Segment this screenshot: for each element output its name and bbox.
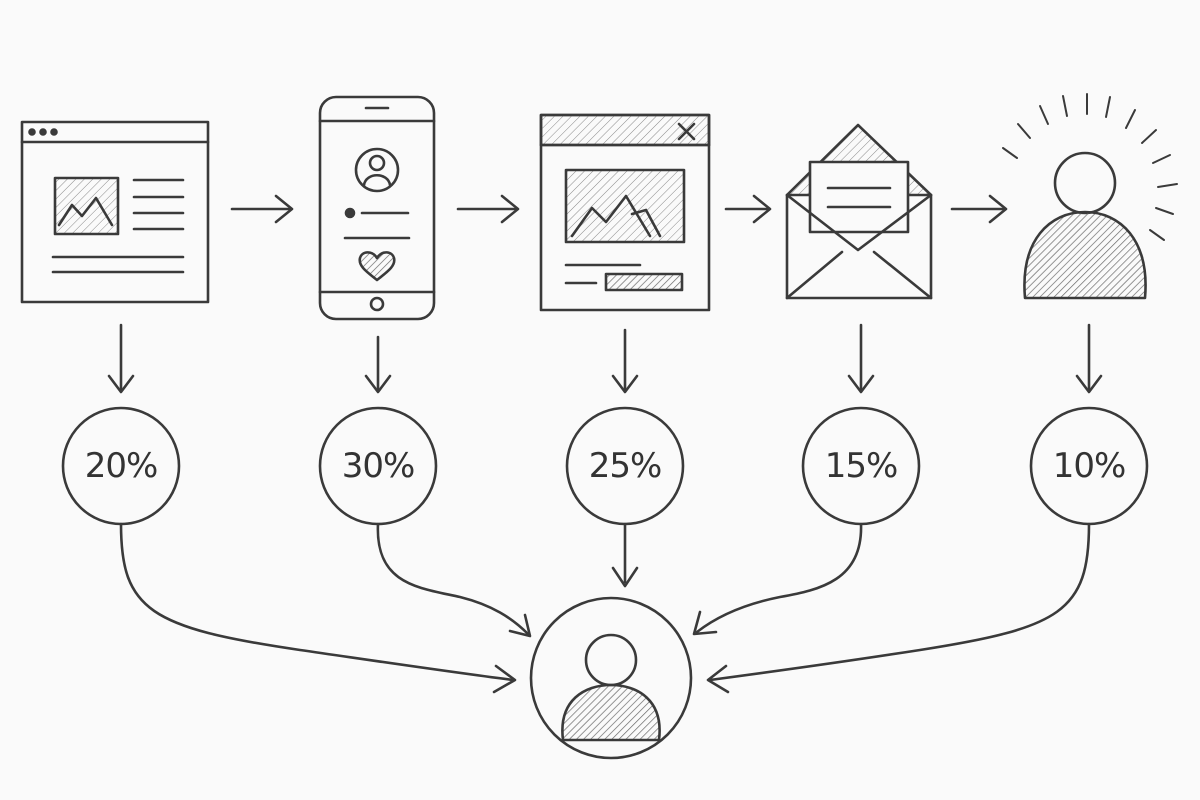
smartphone-icon xyxy=(318,95,436,321)
down-arrow-1 xyxy=(107,323,135,394)
converge-arrow-2 xyxy=(376,522,532,638)
popup-window-icon xyxy=(539,113,711,312)
flow-arrow-3 xyxy=(724,194,772,224)
flow-arrow-4 xyxy=(950,194,1008,224)
converge-arrow-5 xyxy=(706,522,1091,694)
percent-label-2: 30% xyxy=(341,446,416,486)
converge-arrow-3 xyxy=(611,522,639,588)
flow-arrow-2 xyxy=(456,194,520,224)
glow-rays xyxy=(1002,93,1178,241)
percent-label-3: 25% xyxy=(588,446,663,486)
down-arrow-5 xyxy=(1075,323,1103,394)
converge-arrow-4 xyxy=(692,522,863,636)
down-arrow-3 xyxy=(611,328,639,394)
user-avatar-icon xyxy=(529,596,693,760)
highlighted-person-icon xyxy=(1002,93,1178,300)
percent-label-1: 20% xyxy=(84,446,159,486)
percent-label-5: 10% xyxy=(1052,446,1127,486)
webpage-icon xyxy=(20,120,210,304)
down-arrow-2 xyxy=(364,335,392,394)
email-envelope-icon xyxy=(785,123,933,300)
down-arrow-4 xyxy=(847,323,875,394)
percent-label-4: 15% xyxy=(824,446,899,486)
flow-arrow-1 xyxy=(230,194,294,224)
converge-arrow-1 xyxy=(119,522,517,694)
